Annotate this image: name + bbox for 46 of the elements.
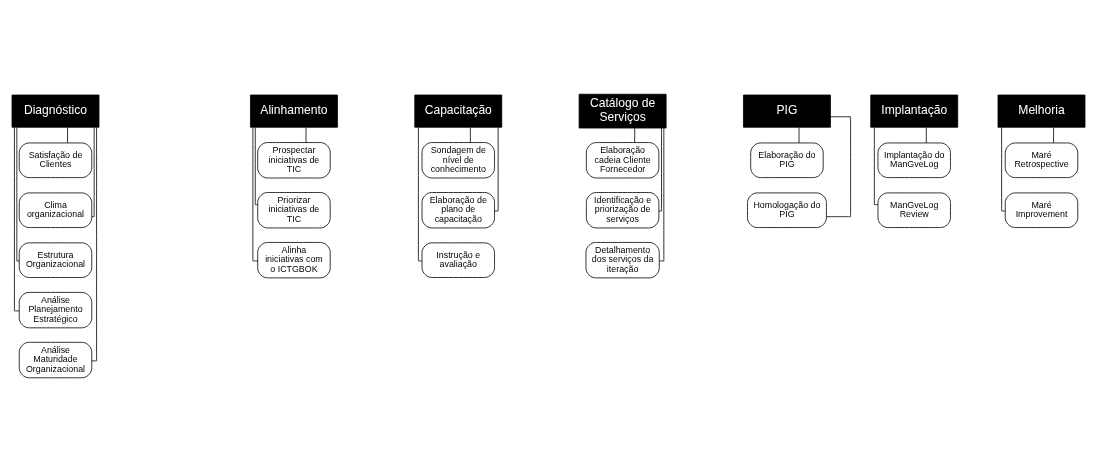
node-box: Identificação e priorização de serviços xyxy=(585,192,660,229)
connector xyxy=(798,127,800,144)
node-box: Detalhamento dos serviços da iteração xyxy=(585,242,660,279)
node-box: Alinha iniciativas com o ICTGBOK xyxy=(257,242,331,279)
node-box: Análise Planejamento Estratégico xyxy=(18,292,93,329)
node-box: Estrutura Organizacional xyxy=(18,242,93,278)
node-box: Elaboração de plano de capacitação xyxy=(421,192,495,229)
connector xyxy=(658,127,662,212)
connector xyxy=(494,127,499,212)
connector xyxy=(14,127,20,312)
node-box: Elaboração do PIG xyxy=(750,142,824,178)
connector xyxy=(634,127,636,143)
node-box: Melhoria xyxy=(997,94,1086,128)
node-box: Alinhamento xyxy=(250,94,338,128)
node-box: Maré Retrospective xyxy=(1004,142,1079,178)
connector xyxy=(469,127,471,143)
node-box: Implantação do ManGveLog xyxy=(877,142,951,178)
connector xyxy=(16,127,20,262)
connector xyxy=(1053,127,1054,144)
connector xyxy=(67,127,68,144)
node-box: Capacitação xyxy=(414,94,503,128)
node-box: Satisfação de Clientes xyxy=(18,142,93,178)
node-box: Implantação xyxy=(870,94,959,128)
node-box: ManGveLog Review xyxy=(877,192,951,228)
connector xyxy=(873,127,879,205)
connector xyxy=(659,127,665,262)
node-box: Catálogo de Serviços xyxy=(578,93,667,129)
node-box: Priorizar iniciativas de TIC xyxy=(257,192,331,229)
connector xyxy=(1001,127,1006,212)
connector xyxy=(418,127,423,262)
node-box: Sondagem de nível de conhecimento xyxy=(421,142,495,179)
node-box: Instrução e avaliação xyxy=(421,242,495,278)
node-box: Elaboração cadeia Cliente Fornecedor xyxy=(585,142,660,179)
connector xyxy=(305,127,307,143)
node-box: Prospectar iniciativas de TIC xyxy=(257,142,331,179)
node-box: Clima organizacional xyxy=(18,192,93,228)
connector xyxy=(91,127,95,218)
connector xyxy=(254,127,258,205)
node-box: Diagnóstico xyxy=(11,94,100,128)
node-box: Maré Improvement xyxy=(1004,192,1079,228)
node-box: Análise Maturidade Organizacional xyxy=(18,341,93,379)
connector xyxy=(925,127,927,144)
node-box: PIG xyxy=(743,94,831,128)
connector xyxy=(91,127,97,362)
node-box: Homologação do PIG xyxy=(747,192,827,228)
connector xyxy=(826,116,851,218)
